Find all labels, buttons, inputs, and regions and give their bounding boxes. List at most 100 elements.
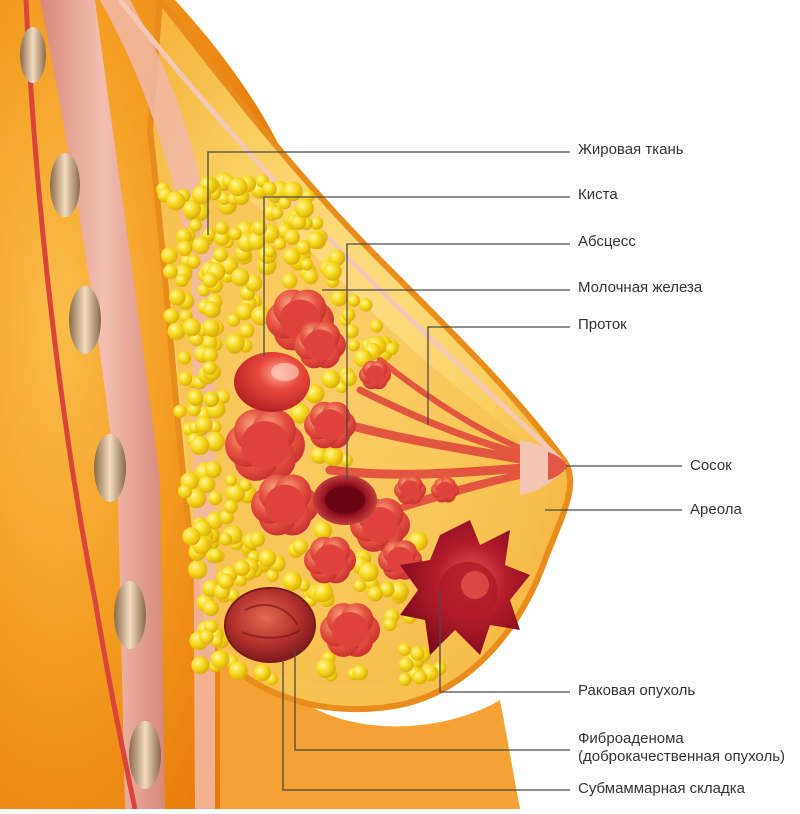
gland-lobule (394, 475, 427, 505)
fat-globule (202, 347, 218, 363)
fat-globule (202, 600, 219, 617)
fat-globule (198, 476, 216, 493)
gland-lobule (378, 540, 422, 580)
fat-globule (263, 245, 276, 258)
fat-globule (227, 313, 241, 327)
fat-globule (379, 581, 395, 598)
fat-globule (321, 369, 341, 389)
leader-cyst (263, 196, 570, 356)
fat-globule (223, 499, 238, 514)
fibroadenoma (224, 587, 316, 663)
fat-globule (187, 403, 201, 417)
fat-globule (202, 361, 217, 375)
fat-globule (182, 199, 202, 219)
fat-tissue (156, 172, 447, 687)
fat-globule (306, 231, 325, 250)
cyst (234, 352, 310, 412)
gland-lobule (251, 474, 319, 536)
fat-globule (296, 240, 311, 255)
fat-globule (177, 350, 192, 365)
fat-globule (225, 474, 238, 487)
fat-globule (359, 298, 373, 312)
fat-globule (251, 305, 271, 326)
fat-globule (313, 521, 333, 540)
fat-globule (284, 229, 300, 245)
fat-globule (266, 568, 279, 582)
fat-globule (323, 262, 342, 281)
label-abscess: Абсцесс (578, 233, 636, 250)
leader-cancer (439, 590, 570, 693)
fat-globule (228, 177, 248, 197)
label-submammary-fold: Субмаммарная складка (578, 780, 745, 797)
fat-globule (239, 479, 252, 492)
leader-lines (207, 151, 682, 791)
fat-globule (262, 181, 277, 196)
fat-globule (192, 236, 210, 255)
fat-globule (173, 404, 187, 418)
label-fat-tissue: Жировая ткань (578, 141, 684, 158)
fat-globule (163, 308, 180, 324)
fat-globule (239, 323, 255, 339)
fat-globule (369, 319, 383, 333)
fat-globule (202, 318, 220, 337)
fat-globule (347, 339, 360, 352)
fat-globule (187, 389, 204, 407)
fat-globule (244, 274, 263, 292)
fat-globule (191, 185, 212, 205)
label-duct: Проток (578, 316, 627, 333)
fat-globule (175, 228, 192, 245)
fat-globule (190, 435, 210, 456)
gland-lobule (350, 498, 410, 552)
fat-globule (208, 491, 223, 506)
gland-lobule (304, 401, 357, 449)
fat-globule (300, 258, 314, 271)
fat-globule (233, 559, 251, 577)
fat-globule (309, 216, 324, 230)
fat-globule (330, 289, 348, 307)
fat-globule (204, 461, 222, 479)
fat-globule (389, 581, 409, 601)
fat-globule (235, 302, 254, 321)
leader-duct (427, 326, 570, 425)
fat-globule (175, 273, 189, 287)
label-cancer-tumor: Раковая опухоль (578, 682, 696, 699)
fat-globule (398, 657, 414, 672)
fat-globule (294, 198, 314, 219)
fat-globule (290, 214, 307, 230)
gland-lobule (320, 603, 380, 657)
label-nipple: Сосок (690, 457, 732, 474)
fat-globule (310, 446, 328, 464)
fat-globule (219, 532, 233, 546)
fat-globule (341, 308, 356, 322)
fat-globule (253, 664, 272, 682)
fat-globule (210, 650, 230, 669)
ribs (20, 0, 161, 810)
fat-globule (228, 227, 242, 241)
gland-lobule (359, 360, 392, 390)
fat-globule (195, 416, 213, 434)
fat-globule (199, 629, 214, 645)
fat-globule (282, 571, 302, 591)
fat-globule (187, 254, 201, 269)
fat-globule (208, 548, 223, 562)
fat-globule (270, 206, 284, 220)
fat-globule (215, 221, 229, 235)
fat-globule (229, 661, 248, 680)
fat-globule (358, 562, 379, 582)
fat-globule (340, 370, 357, 387)
fat-globule (214, 230, 230, 246)
fat-globule (385, 342, 399, 356)
fat-globule (316, 658, 336, 679)
fat-globule (160, 247, 178, 264)
fat-globule (353, 579, 366, 593)
fat-globule (182, 318, 201, 337)
label-fibroadenoma-line2: (доброкачественная опухоль) (578, 748, 786, 765)
fat-globule (398, 673, 412, 687)
gland-lobules (225, 289, 459, 657)
fat-globule (205, 431, 225, 452)
fat-globule (252, 220, 268, 236)
fat-globule (202, 227, 216, 242)
fat-globule (249, 531, 265, 547)
lower-skin (220, 650, 520, 809)
